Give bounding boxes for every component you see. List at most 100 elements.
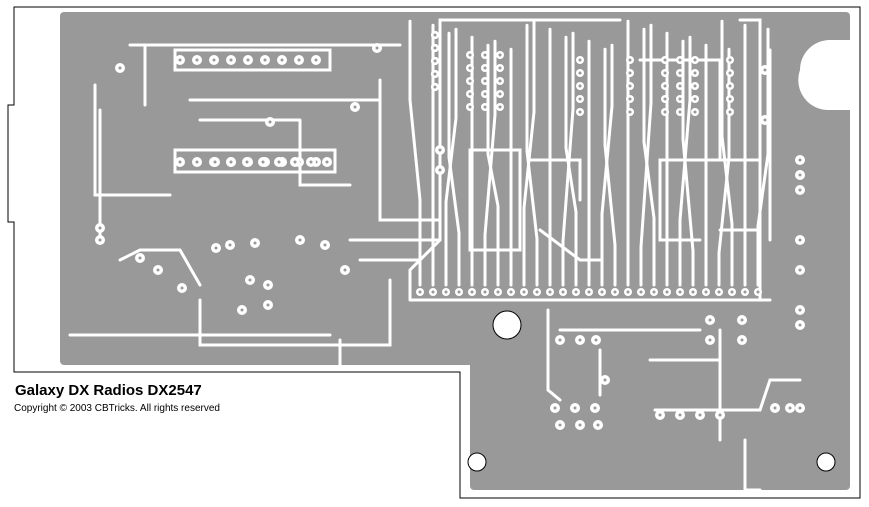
drill-hole	[178, 160, 182, 164]
drill-hole	[728, 110, 732, 114]
trace	[447, 31, 461, 287]
drill-hole	[628, 84, 632, 88]
drill-hole	[468, 66, 472, 70]
drill-hole	[678, 58, 682, 62]
drill-hole	[178, 58, 182, 62]
drill-hole	[628, 71, 632, 75]
drill-hole	[798, 308, 802, 312]
drill-hole	[213, 160, 217, 164]
drill-hole	[798, 406, 802, 410]
drill-hole	[266, 303, 270, 307]
drill-hole	[663, 71, 667, 75]
drill-hole	[212, 58, 216, 62]
drill-hole	[678, 413, 682, 417]
trace	[681, 39, 695, 287]
drill-hole	[343, 268, 347, 272]
trace	[756, 27, 770, 287]
drill-hole	[678, 110, 682, 114]
trace	[483, 39, 497, 287]
drill-hole	[118, 66, 122, 70]
drill-hole	[509, 290, 513, 294]
drill-hole	[578, 110, 582, 114]
drill-hole	[628, 97, 632, 101]
drill-hole	[353, 105, 357, 109]
drill-hole	[253, 241, 257, 245]
drill-hole	[156, 268, 160, 272]
drill-hole	[214, 246, 218, 250]
drill-hole	[483, 290, 487, 294]
drill-hole	[309, 160, 313, 164]
drill-hole	[483, 105, 487, 109]
drill-hole	[180, 286, 184, 290]
drill-hole	[693, 71, 697, 75]
trace	[546, 18, 802, 492]
trace	[173, 48, 337, 174]
drill-hole	[418, 290, 422, 294]
drill-hole	[98, 238, 102, 242]
drill-hole	[763, 68, 767, 72]
drill-hole	[561, 290, 565, 294]
drill-hole	[693, 110, 697, 114]
drill-hole	[483, 66, 487, 70]
drill-hole	[498, 92, 502, 96]
drill-hole	[468, 79, 472, 83]
drill-hole	[628, 110, 632, 114]
drill-hole	[375, 46, 379, 50]
drill-hole	[558, 338, 562, 342]
drill-hole	[663, 110, 667, 114]
drill-hole	[573, 406, 577, 410]
drill-hole	[433, 59, 437, 63]
drill-hole	[431, 290, 435, 294]
drill-hole	[613, 290, 617, 294]
trace	[525, 23, 539, 287]
drill-hole	[798, 323, 802, 327]
drill-hole	[763, 118, 767, 122]
drill-hole	[678, 290, 682, 294]
drill-hole	[245, 160, 249, 164]
drill-hole	[798, 173, 802, 177]
ic-outline	[200, 374, 201, 375]
drill-hole	[773, 406, 777, 410]
trace	[486, 43, 500, 287]
drill-hole	[698, 413, 702, 417]
drill-hole	[652, 290, 656, 294]
drill-hole	[195, 58, 199, 62]
drill-hole	[740, 338, 744, 342]
drill-hole	[498, 66, 502, 70]
drill-hole	[229, 58, 233, 62]
drill-hole	[663, 84, 667, 88]
drill-hole	[594, 338, 598, 342]
drill-hole	[798, 158, 802, 162]
drill-hole	[600, 290, 604, 294]
drill-hole	[522, 290, 526, 294]
drill-hole	[663, 97, 667, 101]
drill-hole	[325, 160, 329, 164]
drill-hole	[496, 290, 500, 294]
drill-hole	[693, 84, 697, 88]
drill-hole	[718, 413, 722, 417]
drill-hole	[468, 92, 472, 96]
drill-hole	[593, 406, 597, 410]
drill-hole	[433, 85, 437, 89]
board-notch	[798, 40, 850, 111]
drill-hole	[277, 160, 281, 164]
drill-hole	[535, 290, 539, 294]
drill-hole	[314, 58, 318, 62]
drill-hole	[743, 290, 747, 294]
drill-hole	[297, 58, 301, 62]
drill-hole	[323, 243, 327, 247]
drill-hole	[498, 53, 502, 57]
drill-hole	[693, 97, 697, 101]
drill-hole	[678, 84, 682, 88]
mounting-hole	[816, 452, 836, 472]
drill-hole	[483, 79, 487, 83]
drill-hole	[798, 268, 802, 272]
drill-hole	[665, 290, 669, 294]
drill-hole	[468, 105, 472, 109]
drill-hole	[240, 308, 244, 312]
drill-hole	[728, 58, 732, 62]
drill-hole	[578, 97, 582, 101]
drill-hole	[626, 290, 630, 294]
drill-hole	[548, 290, 552, 294]
drill-hole	[628, 58, 632, 62]
